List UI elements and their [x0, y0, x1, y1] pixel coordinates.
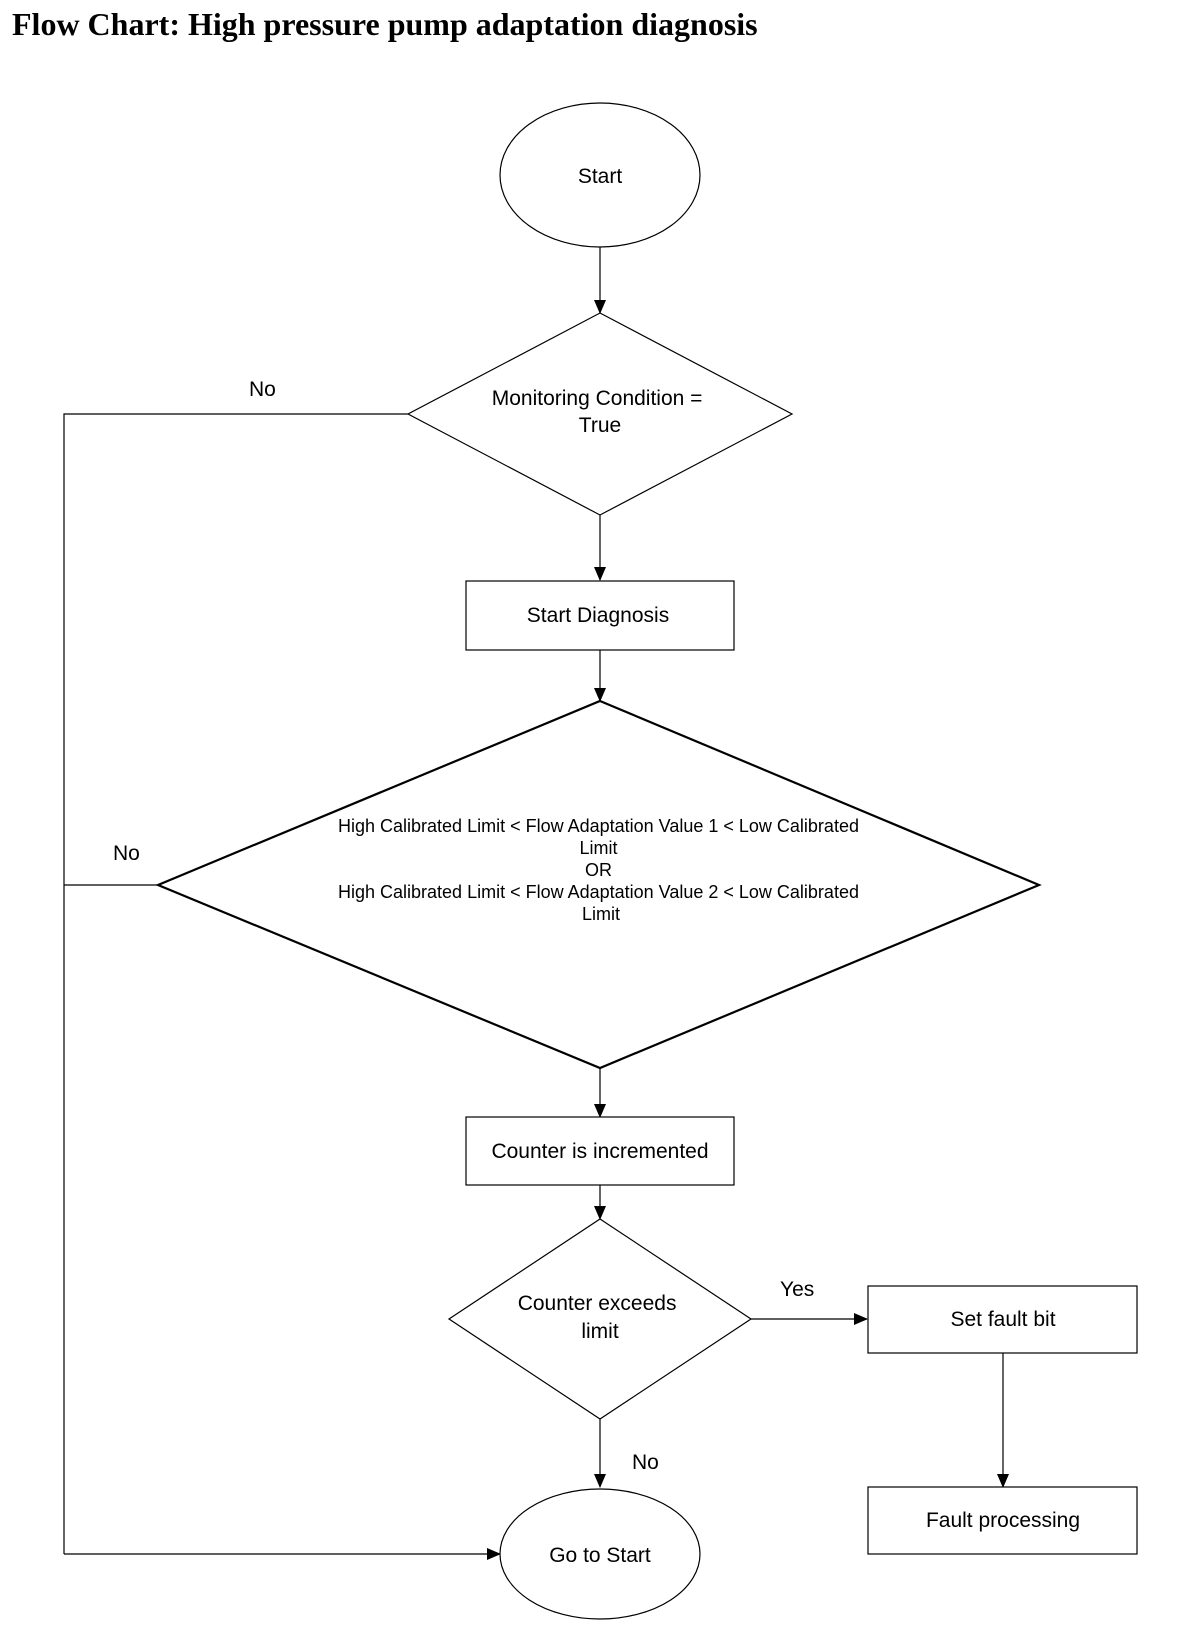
edge-label-counter-yes: Yes — [780, 1278, 814, 1301]
fault-processing-label: Fault processing — [926, 1509, 1080, 1532]
monitoring-condition-line-2: True — [579, 414, 621, 437]
flow-adaptation-decision — [155, 699, 1042, 1070]
flow-adaptation-line-3: OR — [585, 860, 612, 880]
monitoring-condition-line-1: Monitoring Condition = — [492, 387, 703, 410]
go-to-start-label: Go to Start — [549, 1544, 651, 1567]
fault-processing-box — [867, 1486, 1138, 1555]
page-title: Flow Chart: High pressure pump adaptatio… — [12, 6, 758, 42]
start-node — [499, 102, 701, 248]
counter-exceeds-line-2: limit — [581, 1320, 618, 1343]
set-fault-bit-label: Set fault bit — [950, 1308, 1055, 1331]
counter-exceeds-line-1: Counter exceeds — [518, 1292, 677, 1315]
monitoring-condition-decision — [406, 312, 794, 516]
flow-adaptation-line-2: Limit — [579, 838, 617, 858]
counter-incremented-box — [465, 1116, 735, 1186]
go-to-start-node — [499, 1488, 701, 1620]
flow-adaptation-line-1: High Calibrated Limit < Flow Adaptation … — [338, 816, 859, 836]
counter-exceeds-decision — [447, 1218, 753, 1420]
connectors — [63, 247, 1009, 1560]
flow-adaptation-label: High Calibrated Limit < Flow Adaptation … — [338, 816, 864, 924]
edge-label-flow-check-no: No — [113, 842, 140, 865]
connector-monitoring-no-return — [63, 413, 408, 1554]
start-label: Start — [578, 165, 623, 188]
edge-label-monitoring-no: No — [249, 378, 276, 401]
counter-exceeds-label: Counter exceeds limit — [518, 1292, 683, 1343]
counter-incremented-label: Counter is incremented — [491, 1140, 708, 1163]
set-fault-bit-box — [867, 1285, 1138, 1354]
start-diagnosis-box — [465, 580, 735, 651]
edge-label-counter-no: No — [632, 1451, 659, 1474]
start-diagnosis-label: Start Diagnosis — [527, 604, 669, 627]
flow-adaptation-line-5: Limit — [582, 904, 620, 924]
flow-adaptation-line-4: High Calibrated Limit < Flow Adaptation … — [338, 882, 859, 902]
monitoring-condition-label: Monitoring Condition = True — [492, 387, 709, 437]
